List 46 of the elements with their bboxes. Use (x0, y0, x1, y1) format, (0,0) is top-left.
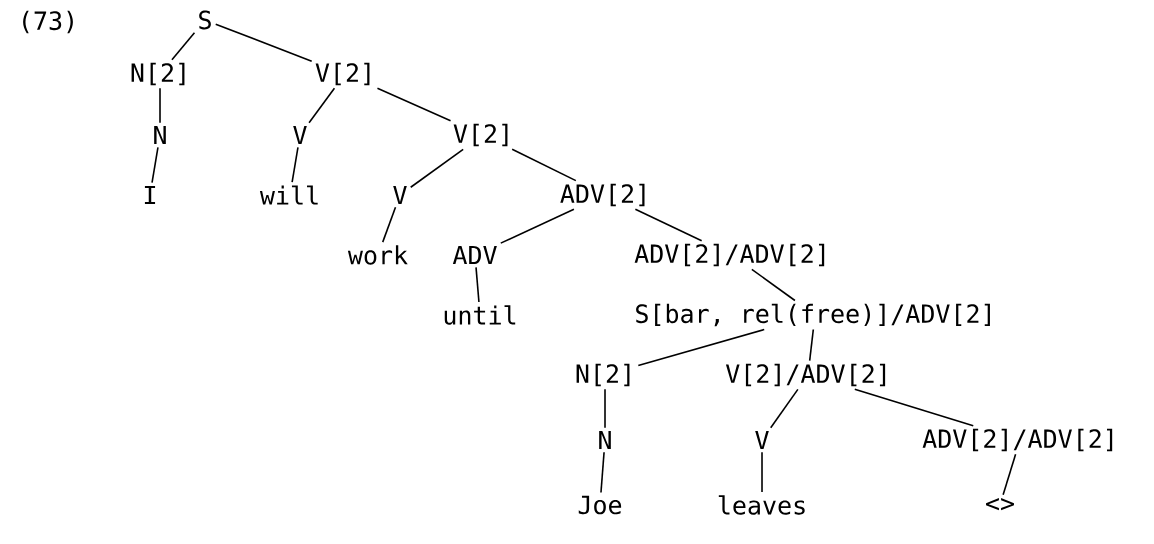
category-label: N (599, 430, 611, 450)
tree-branch (761, 451, 763, 493)
tree-branch (1002, 453, 1017, 496)
category-label: N[2] (576, 363, 630, 387)
tree-word: will (259, 185, 318, 205)
tree-branch (769, 388, 799, 429)
tree-branch (381, 206, 397, 243)
tree-branch (171, 31, 196, 61)
tree-branch (214, 23, 313, 62)
category-label: V (755, 430, 769, 450)
category-label: N (154, 125, 166, 145)
category-label: ADV (452, 245, 497, 265)
tree-branch (604, 388, 606, 429)
tree-branch (634, 208, 703, 242)
tree-branch (853, 388, 975, 427)
tree-branch (159, 87, 161, 124)
tree-branch (637, 328, 765, 367)
category-label: V[2] (453, 123, 508, 147)
tree-branch (499, 208, 575, 244)
category-label: ADV[2]/ADV[2] (634, 243, 825, 267)
category-label: ADV[2]/ADV[2] (922, 428, 1113, 452)
tree-branch (151, 146, 159, 184)
example-number: (73) (23, 10, 73, 34)
tree-word: I (144, 185, 156, 205)
tree-word: <> (986, 498, 1014, 511)
tree-word: leaves (718, 495, 805, 515)
tree-branch (308, 87, 336, 124)
category-label: S (199, 10, 211, 30)
category-label: S[bar, rel(free)]/ADV[2] (636, 303, 990, 327)
tree-branch (600, 451, 605, 494)
category-label: V[2]/ADV[2] (725, 363, 886, 387)
tree-branch (751, 268, 796, 302)
category-label: V[2] (315, 62, 370, 86)
tree-branch (291, 146, 299, 184)
tree-word: Joe (578, 495, 622, 515)
tree-word: until (444, 305, 516, 325)
category-label: V (293, 125, 307, 145)
tree-branch (376, 87, 452, 122)
category-label: V (393, 185, 407, 205)
tree-branch (511, 148, 577, 182)
tree-branch (409, 148, 464, 189)
category-label: ADV[2] (560, 183, 645, 207)
tree-word: work (347, 245, 408, 265)
category-label: N[2] (131, 62, 185, 86)
tree-branch (475, 266, 480, 303)
tree-branch (808, 328, 815, 362)
